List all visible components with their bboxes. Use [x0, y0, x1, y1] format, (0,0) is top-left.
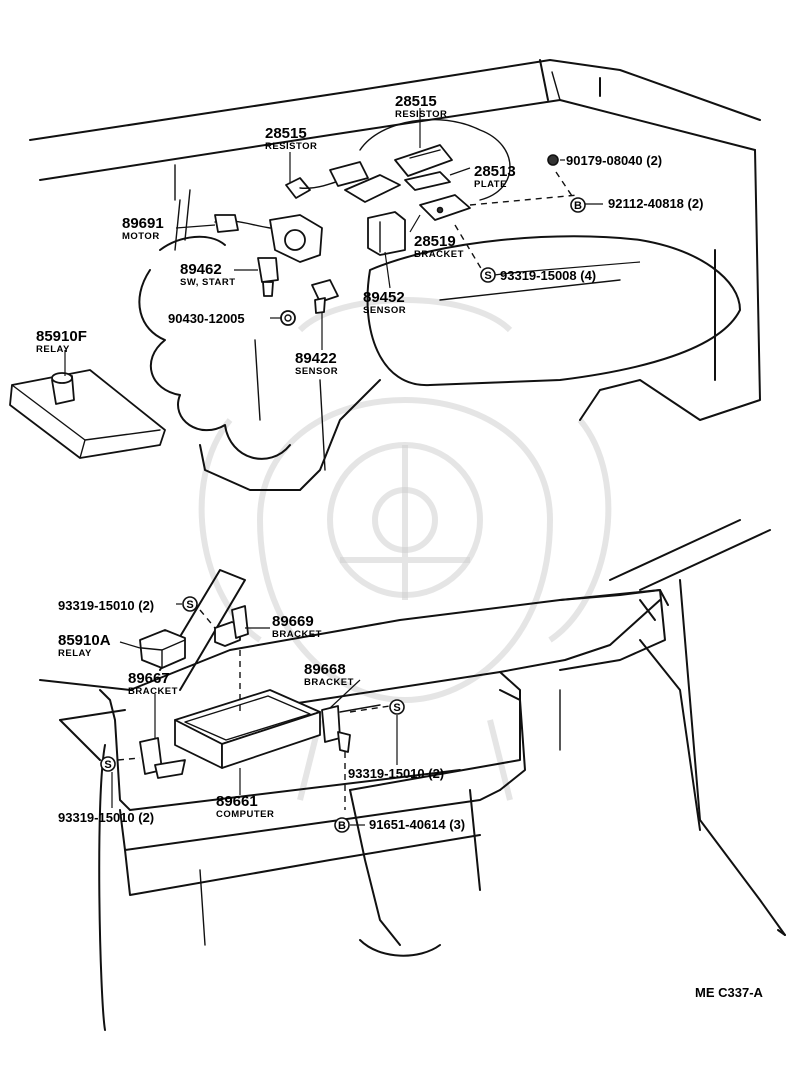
svg-text:BRACKET: BRACKET	[414, 249, 464, 260]
washer-90430	[280, 310, 296, 326]
svg-text:89661: 89661	[216, 793, 258, 810]
callout-28515-left: 28515 RESISTOR	[265, 125, 317, 152]
svg-text:90179-08040 (2): 90179-08040 (2)	[566, 153, 662, 168]
callout-89462: 89462 SW, START	[180, 261, 236, 288]
relay-85910A	[139, 629, 186, 669]
callout-28519: 28519 BRACKET	[414, 233, 464, 260]
svg-text:28513: 28513	[474, 163, 516, 180]
nut-90179	[547, 154, 559, 166]
svg-text:SW, START: SW, START	[180, 277, 236, 288]
svg-text:S: S	[393, 702, 400, 714]
svg-text:89669: 89669	[272, 613, 314, 630]
svg-text:B: B	[338, 820, 346, 832]
dashed-line-upper-2	[469, 194, 579, 206]
svg-text:BRACKET: BRACKET	[304, 677, 354, 688]
callout-93319-15010-bottom: 93319-15010 (2)	[58, 810, 154, 825]
s-symbol-93319-15010-c: S	[100, 756, 116, 772]
callout-90430: 90430-12005	[168, 311, 245, 326]
svg-text:90430-12005: 90430-12005	[168, 311, 245, 326]
dashed-line-lower-5	[349, 705, 391, 713]
svg-text:BRACKET: BRACKET	[272, 629, 322, 640]
svg-text:SENSOR: SENSOR	[363, 305, 406, 316]
svg-text:85910F: 85910F	[36, 328, 87, 345]
callout-85910A: 85910A RELAY	[58, 632, 111, 659]
figure-reference: ME C337-A	[695, 985, 764, 1000]
svg-text:RESISTOR: RESISTOR	[395, 109, 447, 120]
svg-text:RELAY: RELAY	[36, 344, 70, 355]
callout-89668: 89668 BRACKET	[304, 661, 354, 688]
callout-28515-right: 28515 RESISTOR	[395, 93, 447, 120]
bracket-89668	[321, 704, 381, 753]
computer-89661	[174, 689, 321, 769]
sensor-89422	[311, 279, 339, 314]
svg-text:PLATE: PLATE	[474, 179, 507, 190]
bracket-89667	[139, 737, 186, 779]
callout-92112: 92112-40818 (2)	[608, 196, 703, 211]
callout-89661: 89661 COMPUTER	[216, 793, 274, 820]
motor-89691	[214, 214, 323, 263]
svg-text:S: S	[186, 599, 193, 611]
callout-93319-15008: 93319-15008 (4)	[500, 268, 596, 283]
svg-text:93319-15010 (2): 93319-15010 (2)	[58, 810, 154, 825]
svg-text:RELAY: RELAY	[58, 648, 92, 659]
svg-text:89422: 89422	[295, 350, 337, 367]
svg-text:89452: 89452	[363, 289, 405, 306]
bracket-89669	[214, 605, 249, 647]
svg-text:89668: 89668	[304, 661, 346, 678]
svg-text:93319-15008 (4): 93319-15008 (4)	[500, 268, 596, 283]
plate-28513	[344, 171, 451, 203]
bracket-28519	[419, 194, 471, 221]
callout-85910F: 85910F RELAY	[36, 328, 87, 355]
callout-89422: 89422 SENSOR	[295, 350, 338, 377]
svg-text:S: S	[104, 759, 111, 771]
callout-89691: 89691 MOTOR	[122, 215, 164, 242]
svg-text:85910A: 85910A	[58, 632, 111, 649]
svg-text:89691: 89691	[122, 215, 164, 232]
dashed-line-lower-4	[199, 609, 216, 629]
leader-lines	[64, 108, 641, 826]
svg-text:28515: 28515	[395, 93, 437, 110]
svg-text:BRACKET: BRACKET	[128, 686, 178, 697]
callout-28513: 28513 PLATE	[474, 163, 516, 190]
start-switch-89462	[257, 257, 279, 297]
svg-text:93319-15010 (2): 93319-15010 (2)	[58, 598, 154, 613]
callout-93319-15010-right: 93319-15010 (2)	[348, 766, 444, 781]
svg-text:MOTOR: MOTOR	[122, 231, 160, 242]
callout-89669: 89669 BRACKET	[272, 613, 322, 640]
svg-text:89667: 89667	[128, 670, 170, 687]
svg-text:SENSOR: SENSOR	[295, 366, 338, 377]
dashboard-outline	[39, 519, 786, 1031]
b-symbol-91651: B	[334, 817, 350, 833]
svg-text:S: S	[484, 270, 491, 282]
sensor-89452	[367, 211, 406, 256]
svg-text:RESISTOR: RESISTOR	[265, 141, 317, 152]
svg-text:89462: 89462	[180, 261, 222, 278]
s-symbol-93319-15008: S	[480, 267, 496, 283]
svg-text:93319-15010 (2): 93319-15010 (2)	[348, 766, 444, 781]
b-symbol-92112: B	[570, 197, 586, 213]
callout-93319-15010-top: 93319-15010 (2)	[58, 598, 154, 613]
svg-text:B: B	[574, 200, 582, 212]
svg-text:91651-40614 (3): 91651-40614 (3)	[369, 817, 465, 832]
svg-text:COMPUTER: COMPUTER	[216, 809, 274, 820]
s-symbol-93319-15010-b: S	[389, 699, 405, 715]
engine-compartment-outline	[29, 59, 761, 491]
relay-85910F	[9, 369, 166, 459]
callout-89667: 89667 BRACKET	[128, 670, 178, 697]
svg-text:28515: 28515	[265, 125, 307, 142]
resistor-28515-right	[394, 144, 453, 177]
dashed-line-upper-3	[454, 224, 486, 276]
s-symbol-93319-15010-a: S	[182, 596, 198, 612]
svg-text:28519: 28519	[414, 233, 456, 250]
dashed-line-lower-3	[117, 757, 141, 761]
svg-text:92112-40818 (2): 92112-40818 (2)	[608, 196, 703, 211]
callout-89452: 89452 SENSOR	[363, 289, 406, 316]
callout-91651: 91651-40614 (3)	[369, 817, 465, 832]
callout-90179: 90179-08040 (2)	[566, 153, 662, 168]
resistor-28515-left	[285, 161, 369, 199]
